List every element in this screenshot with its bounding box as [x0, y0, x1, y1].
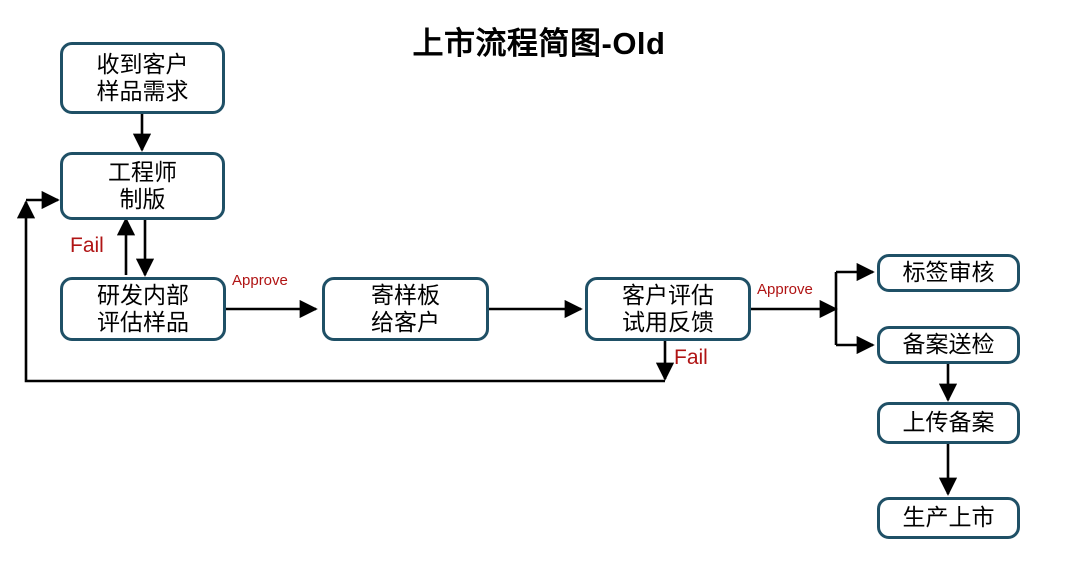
node-filing-inspection[interactable]: 备案送检 [877, 326, 1020, 364]
node-rd-internal-eval[interactable]: 研发内部 评估样品 [60, 277, 226, 341]
node-customer-eval[interactable]: 客户评估 试用反馈 [585, 277, 751, 341]
edge-label-approve-to-send: Approve [232, 272, 288, 289]
edge-label-fail-from-customer: Fail [674, 346, 708, 369]
page-title: 上市流程简图-Old [412, 26, 666, 61]
node-engineer-plate[interactable]: 工程师 制版 [60, 152, 225, 220]
edge-label-approve-to-branch: Approve [757, 281, 813, 298]
node-upload-filing[interactable]: 上传备案 [877, 402, 1020, 444]
node-label-review[interactable]: 标签审核 [877, 254, 1020, 292]
node-send-sample[interactable]: 寄样板 给客户 [322, 277, 489, 341]
node-receive-request[interactable]: 收到客户 样品需求 [60, 42, 225, 114]
node-production-launch[interactable]: 生产上市 [877, 497, 1020, 539]
edge-label-fail-loop-left: Fail [70, 234, 104, 257]
